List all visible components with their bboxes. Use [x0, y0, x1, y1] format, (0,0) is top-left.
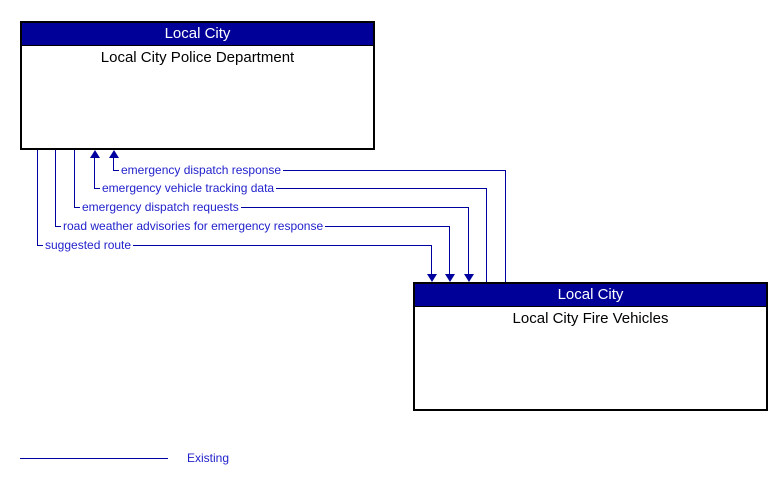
flow-line-segment — [55, 150, 56, 227]
entity-title-fire: Local City Fire Vehicles — [512, 310, 669, 327]
entity-header-fire: Local City — [415, 284, 766, 307]
flow-line-segment — [113, 170, 506, 171]
flow-label-road-weather-advisories[interactable]: road weather advisories for emergency re… — [61, 219, 326, 233]
flow-label-emergency-dispatch-response[interactable]: emergency dispatch response — [119, 163, 284, 177]
entity-header-label: Local City — [164, 25, 231, 42]
arrow-up-icon — [109, 150, 119, 158]
flow-label-emergency-dispatch-requests[interactable]: emergency dispatch requests — [80, 200, 241, 214]
entity-box-police-department[interactable]: Local City Local City Police Department — [20, 21, 375, 150]
flow-line-segment — [37, 150, 38, 246]
flow-line-segment — [94, 188, 487, 189]
entity-header-police: Local City — [22, 23, 373, 46]
flow-line-segment — [74, 150, 75, 208]
flow-label-emergency-vehicle-tracking-data[interactable]: emergency vehicle tracking data — [100, 181, 277, 195]
flow-line-segment — [94, 157, 95, 189]
flow-line-segment — [505, 170, 506, 282]
flow-line-segment — [449, 226, 450, 275]
entity-header-label: Local City — [557, 286, 624, 303]
legend-line-existing — [20, 458, 168, 459]
flow-line-segment — [74, 207, 469, 208]
arrow-up-icon — [90, 150, 100, 158]
arrow-down-icon — [464, 274, 474, 282]
flow-line-segment — [486, 188, 487, 282]
flow-line-segment — [113, 157, 114, 171]
arrow-down-icon — [427, 274, 437, 282]
flow-line-segment — [37, 245, 432, 246]
flow-label-suggested-route[interactable]: suggested route — [43, 238, 134, 252]
flow-line-segment — [431, 245, 432, 275]
flow-line-segment — [468, 207, 469, 275]
entity-box-fire-vehicles[interactable]: Local City Local City Fire Vehicles — [413, 282, 768, 411]
legend-label-existing: Existing — [187, 451, 230, 465]
entity-title-police: Local City Police Department — [100, 49, 295, 66]
arrow-down-icon — [445, 274, 455, 282]
